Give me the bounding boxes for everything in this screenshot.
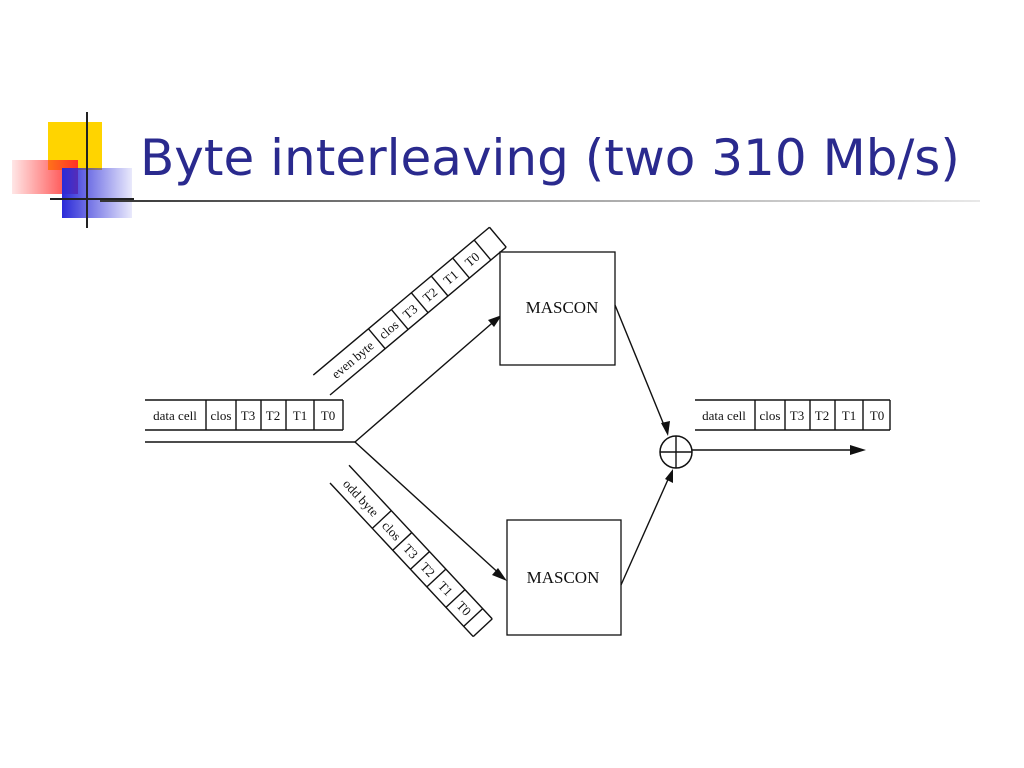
title-underline: [100, 200, 980, 202]
upper-mascon-block: MASCON: [499, 251, 616, 366]
even-cell-t1: T1: [440, 267, 461, 288]
odd-byte-stream: odd byte clos T3 T2 T1 T0: [329, 464, 493, 638]
logo-vertical-line: [86, 112, 88, 228]
output-cell-stream: data cell clos T3 T2 T1 T0: [695, 399, 891, 431]
output-cell-t2: T2: [815, 408, 829, 423]
output-cell-clos: clos: [760, 408, 781, 423]
upper-to-combiner-arrowhead: [661, 421, 670, 436]
odd-cell-t2: T2: [417, 559, 438, 580]
upper-to-combiner-line: [614, 304, 667, 431]
even-cell-t0: T0: [462, 249, 483, 270]
logo-horizontal-line: [50, 198, 134, 200]
even-cell-even-byte: even byte: [329, 338, 377, 382]
lower-to-combiner-arrowhead: [665, 469, 673, 483]
odd-cell-odd-byte: odd byte: [340, 476, 382, 519]
even-byte-stream: even byte clos T3 T2 T1 T0: [312, 226, 507, 396]
output-cell-data: data cell: [702, 408, 746, 423]
upper-mascon-label: MASCON: [526, 298, 599, 317]
upper-branch-line: [354, 317, 499, 443]
output-cell-t3: T3: [790, 408, 804, 423]
lower-mascon-label: MASCON: [527, 568, 600, 587]
even-cell-t3: T3: [400, 301, 421, 322]
slide-title: Byte interleaving (two 310 Mb/s): [140, 129, 960, 187]
output-cell-t0: T0: [870, 408, 884, 423]
input-cell-t2: T2: [266, 408, 280, 423]
odd-cell-t0: T0: [454, 598, 475, 619]
lower-mascon-block: MASCON: [506, 519, 622, 636]
odd-cell-t1: T1: [435, 578, 456, 599]
even-cell-t2: T2: [420, 284, 441, 305]
combiner-symbol: [659, 435, 693, 469]
input-cell-t3: T3: [241, 408, 255, 423]
upper-branch-arrowhead: [488, 315, 502, 327]
lower-branch-line: [354, 441, 504, 578]
output-arrowhead: [850, 445, 866, 455]
slide-logo: [0, 100, 150, 240]
lower-to-combiner-line: [620, 474, 671, 586]
logo-blue-square: [62, 168, 132, 218]
input-cell-clos: clos: [211, 408, 232, 423]
output-cell-t1: T1: [842, 408, 856, 423]
lower-branch-arrowhead: [492, 568, 507, 581]
input-cell-stream: data cell clos T3 T2 T1 T0: [145, 399, 344, 431]
odd-cell-t3: T3: [400, 541, 421, 562]
input-cell-t1: T1: [293, 408, 307, 423]
input-cell-data: data cell: [153, 408, 197, 423]
input-cell-t0: T0: [321, 408, 335, 423]
